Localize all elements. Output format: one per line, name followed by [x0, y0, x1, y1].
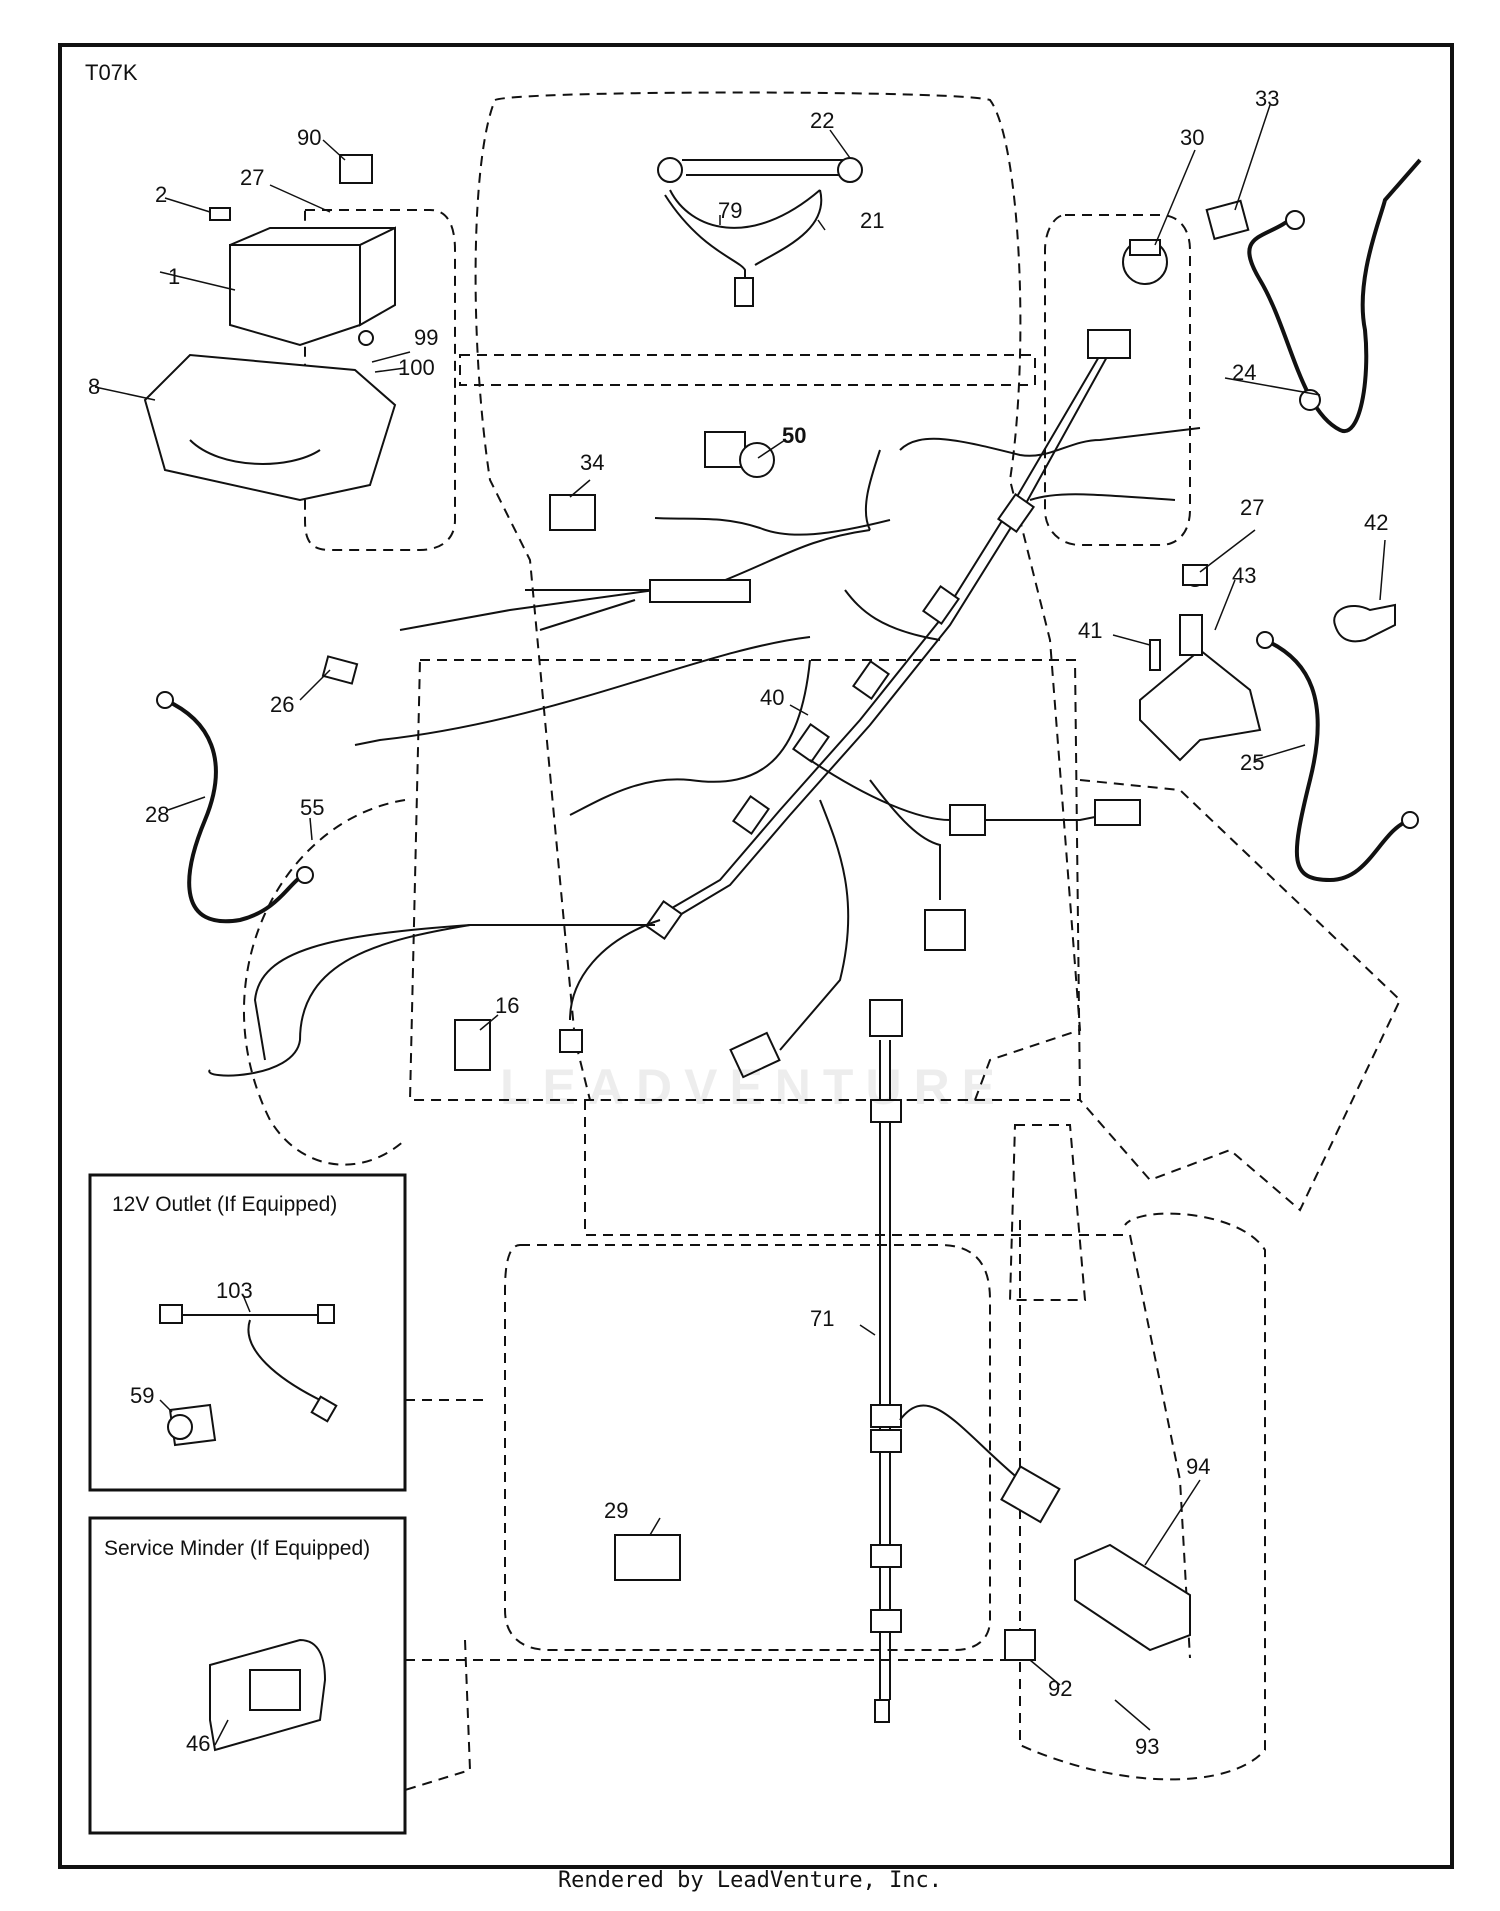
minder-inset-title: Service Minder (If Equipped)	[104, 1537, 371, 1560]
bolt-41	[1149, 639, 1161, 671]
switch-34	[549, 494, 596, 531]
callout-43: 43	[1232, 563, 1257, 588]
callout-1: 1	[168, 264, 181, 289]
callout-30: 30	[1180, 125, 1205, 150]
callout-55: 55	[300, 795, 325, 820]
battery-box	[143, 353, 397, 502]
diagram-code: T07K	[85, 60, 138, 85]
callout-21: 21	[860, 208, 885, 233]
connector-92	[1004, 1629, 1036, 1661]
connector-16	[454, 1019, 491, 1071]
diagram-frame	[58, 43, 1454, 1869]
callout-26: 26	[270, 692, 295, 717]
watermark: LEADVENTURE	[500, 1059, 1008, 1115]
ground-cable-28	[164, 698, 306, 924]
bracket-27b	[1182, 564, 1208, 586]
module-94	[1074, 1543, 1191, 1652]
cable-28-ring-bottom	[296, 866, 314, 884]
relay-29	[614, 1534, 681, 1581]
outlet-59	[167, 1403, 217, 1447]
callout-27-solenoid: 27	[1240, 495, 1265, 520]
callout-50: 50	[782, 423, 807, 448]
tractor-outline	[224, 91, 1402, 1791]
callout-100: 100	[398, 355, 435, 380]
service-minder-46	[209, 1638, 327, 1752]
battery-cable-24	[1247, 158, 1422, 434]
callout-16: 16	[495, 993, 520, 1018]
callout-28: 28	[145, 802, 170, 827]
callout-34: 34	[580, 450, 605, 475]
callout-24: 24	[1232, 360, 1257, 385]
callout-103: 103	[216, 1278, 253, 1303]
callout-22: 22	[810, 108, 835, 133]
cable-24-ring-top	[1285, 210, 1305, 230]
main-harness-40	[208, 329, 1201, 1079]
switch-50	[704, 431, 775, 478]
callout-46: 46	[186, 1731, 211, 1756]
callout-71: 71	[810, 1306, 835, 1331]
callout-29: 29	[604, 1498, 629, 1523]
cable-24-ring-bottom	[1299, 389, 1321, 411]
outlet-harness-103	[159, 1304, 338, 1423]
callout-25: 25	[1240, 750, 1265, 775]
callout-27-battery: 27	[240, 165, 265, 190]
harness-71	[869, 999, 1061, 1723]
callout-8: 8	[88, 374, 101, 399]
callout-90: 90	[297, 125, 322, 150]
callout-99: 99	[414, 325, 439, 350]
outlet-inset-title: 12V Outlet (If Equipped)	[112, 1193, 338, 1216]
key-plate-33	[1205, 199, 1250, 241]
headlight-assembly	[657, 157, 863, 307]
leader-lines	[94, 104, 1386, 1746]
callout-92: 92	[1048, 1676, 1073, 1701]
cable-28-ring-top	[156, 691, 174, 709]
callout-40: 40	[760, 685, 785, 710]
fuse-26	[321, 655, 359, 685]
callout-2: 2	[155, 182, 168, 207]
outlet-inset-frame	[88, 1173, 407, 1492]
battery-bolts	[209, 154, 374, 346]
cable-25-ring-top	[1256, 631, 1274, 649]
callout-42: 42	[1364, 510, 1389, 535]
boot-42	[1333, 603, 1396, 643]
callout-59: 59	[130, 1383, 155, 1408]
footer-credit: Rendered by LeadVenture, Inc.	[557, 1868, 943, 1893]
callout-79: 79	[718, 198, 743, 223]
callout-94: 94	[1186, 1454, 1211, 1479]
cable-25-ring-bottom	[1401, 811, 1419, 829]
callout-33: 33	[1255, 86, 1280, 111]
callout-93: 93	[1135, 1734, 1160, 1759]
ignition-switch-30	[1122, 239, 1168, 285]
battery	[229, 226, 396, 347]
battery-cable-25	[1264, 638, 1411, 883]
callout-41: 41	[1078, 618, 1103, 643]
